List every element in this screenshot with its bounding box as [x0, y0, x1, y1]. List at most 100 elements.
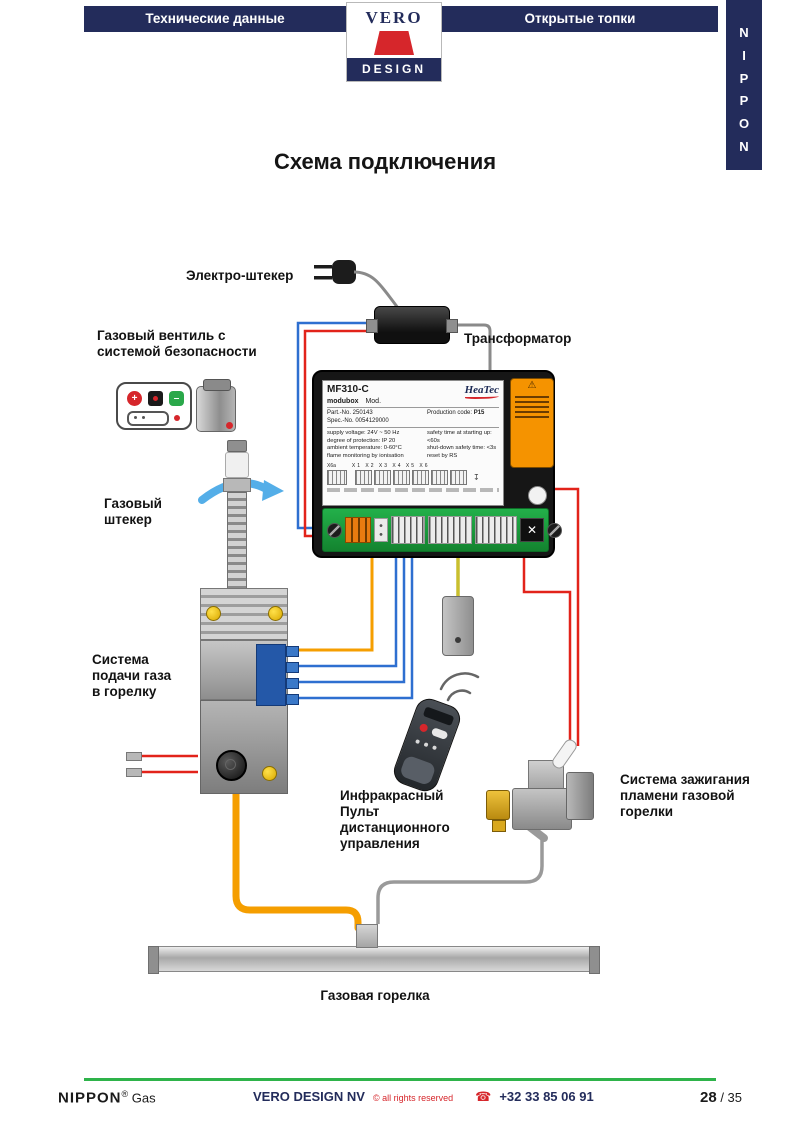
panel-plus-button-icon: + — [127, 391, 142, 406]
phone-icon: ☎ — [475, 1089, 492, 1104]
label-electro-plug: Электро-штекер — [186, 268, 294, 283]
spade-connector-icon — [126, 768, 142, 777]
remote-lower-shell — [398, 754, 437, 787]
gas-supply-lower-section — [200, 700, 288, 794]
remote-pill-button — [430, 727, 449, 741]
remote-buttons — [415, 739, 438, 751]
ignition-body — [512, 788, 572, 830]
transformer-tab-left — [366, 319, 378, 333]
wire-blue-2 — [294, 556, 406, 684]
spade-connector-icon — [126, 752, 142, 761]
terminal-cell — [327, 470, 347, 486]
controlbox-series: modubox — [327, 398, 359, 405]
label-fine-print — [327, 488, 499, 493]
heatec-swoosh — [464, 395, 499, 399]
safety-valve-component — [196, 379, 236, 432]
terminal-cell — [450, 470, 467, 486]
label-gas-valve-safety: Газовый вентиль с системой безопасности — [97, 328, 257, 359]
wire-orange-valve — [294, 556, 374, 652]
vero-design-logo: VERO DESIGN — [346, 2, 442, 82]
footer-page-number: 28 / 35 — [700, 1089, 742, 1106]
ir-wave-icon-1 — [446, 689, 472, 702]
spec-number: Spec.-No. 0054129000 — [327, 417, 389, 424]
footer-nippon: NIPPON — [58, 1089, 122, 1107]
label-burner: Газовая горелка — [320, 988, 430, 1003]
ir-wave-icon-2 — [439, 672, 480, 691]
remote-red-button — [418, 722, 429, 733]
gas-plug-hose — [227, 492, 247, 590]
burner-end-cap — [148, 946, 159, 974]
spec-safety-start: safety time at starting up: <60s — [427, 430, 492, 444]
burner-inlet-box — [356, 924, 378, 948]
panel-indicator-dot — [174, 415, 180, 421]
blue-terminal-stub — [286, 678, 299, 689]
header-right-tab: Открытые топки — [442, 6, 718, 32]
valve-cap — [203, 379, 231, 391]
gas-pipe-orange — [232, 788, 362, 932]
spec-temperature: ambient temperature: 0-60°C — [327, 445, 402, 452]
label-gas-supply: Система подачи газа в горелку — [92, 652, 172, 699]
wire-blue-supply — [296, 321, 374, 530]
power-plug-icon — [314, 260, 356, 284]
footer-divider — [84, 1078, 716, 1081]
terminal-x6a-label: X6a — [327, 463, 336, 470]
bolt-icon — [268, 606, 283, 621]
wire-red-ignition-1 — [522, 556, 572, 746]
valve-knob — [216, 750, 247, 781]
production-code-label: Production code: — [427, 410, 473, 416]
page-total: / 35 — [720, 1090, 742, 1105]
spec-supply: supply voltage: 24V ~ 50 Hz — [327, 430, 400, 436]
panel-ignite-button-icon — [148, 391, 163, 406]
label-ignition: Система зажигания пламени газовой горелк… — [620, 772, 750, 819]
wire-blue-1 — [294, 556, 398, 668]
page-current: 28 — [700, 1089, 717, 1106]
controlbox-model: MF310-C — [327, 384, 369, 395]
blue-terminal-stub — [286, 646, 299, 657]
x-connector-icon: ✕ — [520, 518, 544, 542]
footer-phone-number: +32 33 85 06 91 — [499, 1089, 594, 1104]
gas-plug-nut — [223, 478, 251, 492]
gas-plug-cap — [227, 440, 247, 452]
remote-ir-window — [422, 706, 455, 727]
header-left-tab: Технические данные — [84, 6, 346, 32]
rotation-arrow-head — [262, 480, 284, 501]
wire-red-ignition-2 — [555, 487, 580, 746]
ionisation-sensor — [442, 596, 474, 656]
logo-red-shape-icon — [374, 31, 414, 55]
production-code: P15 — [473, 410, 485, 416]
label-transformer: Трансформатор — [464, 331, 572, 346]
wire-blue-3 — [294, 556, 414, 700]
small-connector-block — [374, 518, 388, 542]
label-gas-plug: Газовый штекер — [104, 496, 162, 527]
valve-red-button — [226, 422, 233, 429]
footer-rights: © all rights reserved — [372, 1093, 454, 1103]
gas-burner-bar — [148, 946, 600, 974]
terminal-row-labels: X1 X2 X3 X4 X5 X6 — [351, 463, 430, 470]
logo-design-text: DESIGN — [347, 58, 441, 81]
footer-gas: Gas — [128, 1090, 156, 1106]
gas-valve-safety-panel-icon: + – — [116, 382, 192, 430]
bolt-icon — [262, 766, 277, 781]
gas-plug-ceramic — [225, 452, 249, 478]
transformer-tab-right — [446, 319, 458, 333]
pin-connector-c — [475, 516, 517, 544]
spec-reset: reset by RS — [427, 452, 458, 459]
panel-slider-icon — [127, 411, 169, 426]
ignition-brass-fitting-small — [492, 820, 506, 832]
transformer-component — [366, 306, 458, 344]
terminal-cell — [355, 470, 372, 486]
terminal-cell — [393, 470, 410, 486]
footer-brand-left: NIPPON® Gas — [58, 1089, 156, 1106]
control-box-label: MF310-C HeaTec modubox Mod. Part.-No. 25… — [322, 380, 504, 506]
logo-vero-text: VERO — [365, 8, 423, 27]
ignition-brass-fitting — [486, 790, 510, 820]
wire-gray-ignition-to-burner — [376, 838, 544, 924]
screw-icon — [547, 522, 562, 538]
reset-button — [528, 486, 547, 505]
pin-connector-b — [428, 516, 472, 544]
terminal-arrow-icon: ↧ — [473, 473, 480, 483]
blue-terminal-block — [256, 644, 286, 706]
footer-company: VERO DESIGN NV — [253, 1089, 365, 1104]
page-title: Схема подключения — [273, 149, 497, 174]
